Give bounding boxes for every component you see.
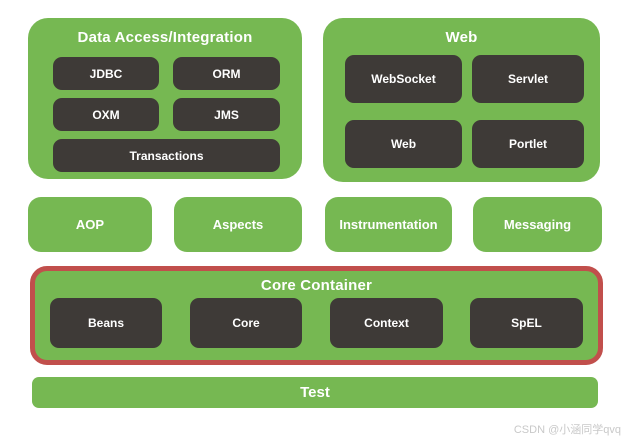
panel-data-access-integration: Data Access/Integration JDBC ORM OXM JMS… <box>28 18 302 179</box>
panel-web: Web WebSocket Servlet Web Portlet <box>323 18 600 182</box>
csdn-watermark: CSDN @小涵同学qvq <box>513 424 621 436</box>
module-context: Context <box>330 298 443 348</box>
module-spel: SpEL <box>470 298 583 348</box>
module-instrumentation: Instrumentation <box>325 197 452 252</box>
web-title: Web <box>445 29 478 46</box>
module-oxm: OXM <box>53 98 159 131</box>
module-web: Web <box>345 120 462 168</box>
module-beans: Beans <box>50 298 162 348</box>
panel-core-container: Core Container Beans Core Context SpEL <box>30 266 603 365</box>
module-core: Core <box>190 298 302 348</box>
module-servlet: Servlet <box>472 55 584 103</box>
module-orm: ORM <box>173 57 280 90</box>
module-jms: JMS <box>173 98 280 131</box>
module-transactions: Transactions <box>53 139 280 172</box>
data-access-title: Data Access/Integration <box>77 29 253 46</box>
core-container-title: Core Container <box>260 277 373 294</box>
module-websocket: WebSocket <box>345 55 462 103</box>
module-messaging: Messaging <box>473 197 602 252</box>
module-aspects: Aspects <box>174 197 302 252</box>
module-aop: AOP <box>28 197 152 252</box>
module-portlet: Portlet <box>472 120 584 168</box>
panel-test: Test <box>32 377 598 408</box>
module-jdbc: JDBC <box>53 57 159 90</box>
